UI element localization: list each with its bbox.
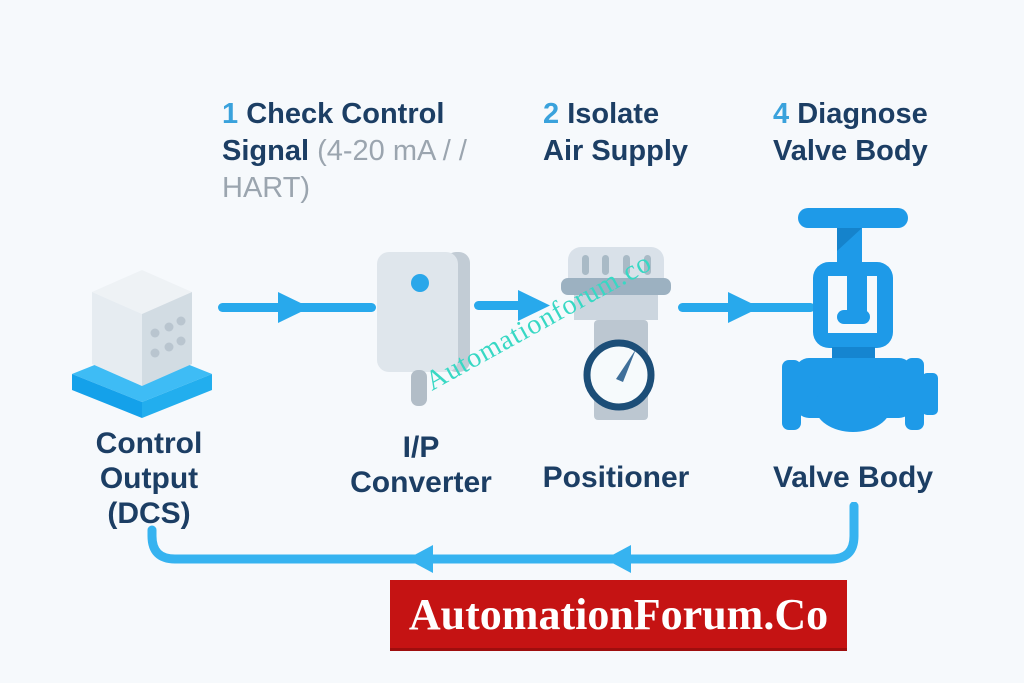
flow-arrow-right-icon: [218, 290, 376, 324]
step-3-line-1: 4 Diagnose: [773, 98, 928, 130]
step-1-number: 1: [222, 98, 239, 130]
step-3-line-2: Valve Body: [773, 135, 928, 167]
step-3-label: 4 Diagnose Valve Body: [773, 96, 928, 170]
valve-body-label: Valve Body: [772, 461, 934, 494]
step-2-line-1: 2 Isolate: [543, 98, 660, 130]
flow-arrow-right-icon: [474, 288, 550, 322]
ip-converter-icon: [375, 250, 475, 410]
step-1-label: 1 Check Control Signal (4-20 mA / / HART…: [222, 96, 467, 207]
ip-converter-label: I/P Converter: [350, 431, 492, 499]
valve-body-icon: [770, 203, 945, 435]
step-3-number: 4: [773, 98, 790, 130]
brand-banner-text: AutomationForum.Co: [408, 589, 829, 639]
step-1-line-1: 1 Check Control: [222, 98, 445, 130]
step-1-line-2: Signal (4-20 mA / /: [222, 135, 467, 167]
flow-arrow-right-icon: [678, 290, 815, 324]
dcs-controller-icon: [68, 236, 216, 422]
positioner-label: Positioner: [542, 461, 690, 494]
step-2-line-2: Air Supply: [543, 135, 689, 167]
feedback-arrow-left-icon: [140, 501, 870, 580]
step-1-line-3: HART): [222, 172, 311, 204]
step-2-label: 2 Isolate Air Supply: [543, 96, 688, 170]
brand-banner: AutomationForum.Co: [390, 580, 847, 651]
step-2-number: 2: [543, 98, 560, 130]
positioner-gauge-icon: [558, 245, 674, 425]
dcs-label: Control Output (DCS): [95, 427, 203, 530]
